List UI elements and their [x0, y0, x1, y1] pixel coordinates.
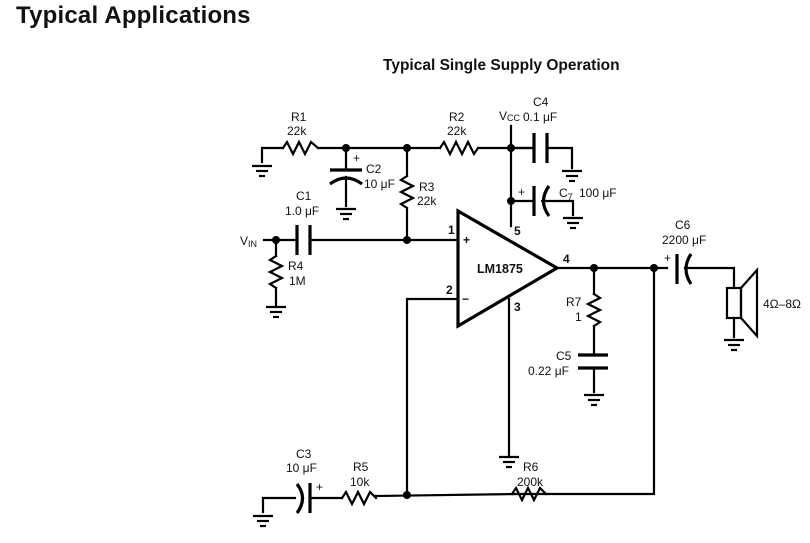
c2-polarity: + [353, 151, 360, 165]
c5-ref: C5 [556, 349, 572, 363]
pin-5-label: 5 [514, 224, 521, 238]
c2-ref: C2 [366, 162, 382, 176]
wire-inverting-input [405, 297, 460, 496]
ground-symbol-c2 [334, 207, 358, 221]
opamp-lm1875 [456, 208, 561, 329]
capacitor-c2 [329, 146, 363, 208]
r7-value: 1 [575, 310, 582, 324]
ground-symbol-c4 [560, 169, 584, 183]
ground-symbol-r1 [250, 164, 274, 178]
c4-value: 0.1 μF [523, 110, 557, 124]
ground-symbol-speaker [722, 338, 746, 352]
pin-4-label: 4 [563, 252, 570, 266]
resistor-r3 [398, 146, 416, 241]
junction-noninv [403, 236, 411, 244]
r2-ref: R2 [449, 110, 465, 124]
vcc-label-sub: CC [507, 113, 520, 123]
ground-symbol-r4 [264, 305, 288, 319]
speaker-impedance: 4Ω–8Ω [763, 297, 801, 311]
r5-value: 10k [350, 475, 370, 489]
c1-ref: C1 [296, 189, 312, 203]
wire-feedback [517, 266, 656, 496]
r1-ref: R1 [291, 110, 307, 124]
resistor-r4 [267, 238, 285, 307]
vin-label-sub: IN [248, 239, 257, 249]
resistor-r1 [281, 139, 320, 157]
capacitor-c1 [295, 225, 460, 255]
ground-symbol-c7 [561, 216, 585, 230]
ground-symbol-pin3 [497, 455, 521, 469]
resistor-r7 [585, 266, 603, 356]
r3-ref: R3 [419, 180, 435, 194]
diagram-title: Typical Single Supply Operation [383, 57, 620, 74]
resistor-r6 [510, 485, 548, 503]
wire-c3-ground [261, 496, 297, 514]
c6-polarity: + [664, 251, 671, 265]
speaker-icon [725, 267, 759, 339]
c7-polarity: + [518, 185, 525, 199]
page-heading: Typical Applications [16, 2, 251, 29]
c7-value: 100 μF [579, 186, 617, 200]
c6-ref: C6 [675, 218, 691, 232]
pin-1-label: 1 [448, 223, 455, 237]
c6-value: 2200 μF [662, 233, 706, 247]
r6-value: 200k [517, 475, 544, 489]
ground-symbol-c3 [251, 514, 275, 528]
capacitor-c3 [295, 483, 344, 514]
pin-3-label: 3 [514, 300, 521, 314]
r7-ref: R7 [566, 295, 582, 309]
c5-value: 0.22 μF [528, 364, 569, 378]
r4-value: 1M [289, 274, 306, 288]
capacitor-c4 [509, 133, 574, 170]
junction-r5-r6 [403, 491, 411, 499]
ic-label: LM1875 [477, 262, 523, 276]
r5-ref: R5 [353, 460, 369, 474]
r1-value: 22k [287, 124, 307, 138]
c4-ref: C4 [533, 95, 549, 109]
resistor-r2 [438, 139, 480, 157]
noninv-sign: + [463, 233, 470, 247]
capacitor-c7 [509, 185, 575, 217]
vin-label: VIN [240, 234, 257, 249]
c1-value: 1.0 μF [285, 204, 319, 218]
ground-symbol-c5 [582, 393, 606, 407]
vcc-label-main: V [499, 109, 507, 123]
c3-polarity: + [316, 480, 323, 494]
pin-2-label: 2 [446, 283, 453, 297]
vin-label-main: V [240, 234, 248, 248]
c3-ref: C3 [296, 447, 312, 461]
r3-value: 22k [417, 194, 437, 208]
c7-ref-main: C [559, 186, 568, 200]
capacitor-c5 [578, 353, 608, 394]
vcc-label: VCC [499, 109, 521, 123]
c7-ref-sub: 7 [568, 192, 573, 202]
inv-sign: − [462, 292, 469, 306]
c3-value: 10 μF [286, 461, 317, 475]
r2-value: 22k [447, 124, 467, 138]
resistor-r5 [340, 489, 521, 507]
c7-ref: C7 [559, 186, 573, 202]
r4-ref: R4 [288, 259, 304, 273]
c2-value: 10 μF [364, 177, 395, 191]
capacitor-c6 [675, 253, 736, 290]
r6-ref: R6 [523, 460, 539, 474]
